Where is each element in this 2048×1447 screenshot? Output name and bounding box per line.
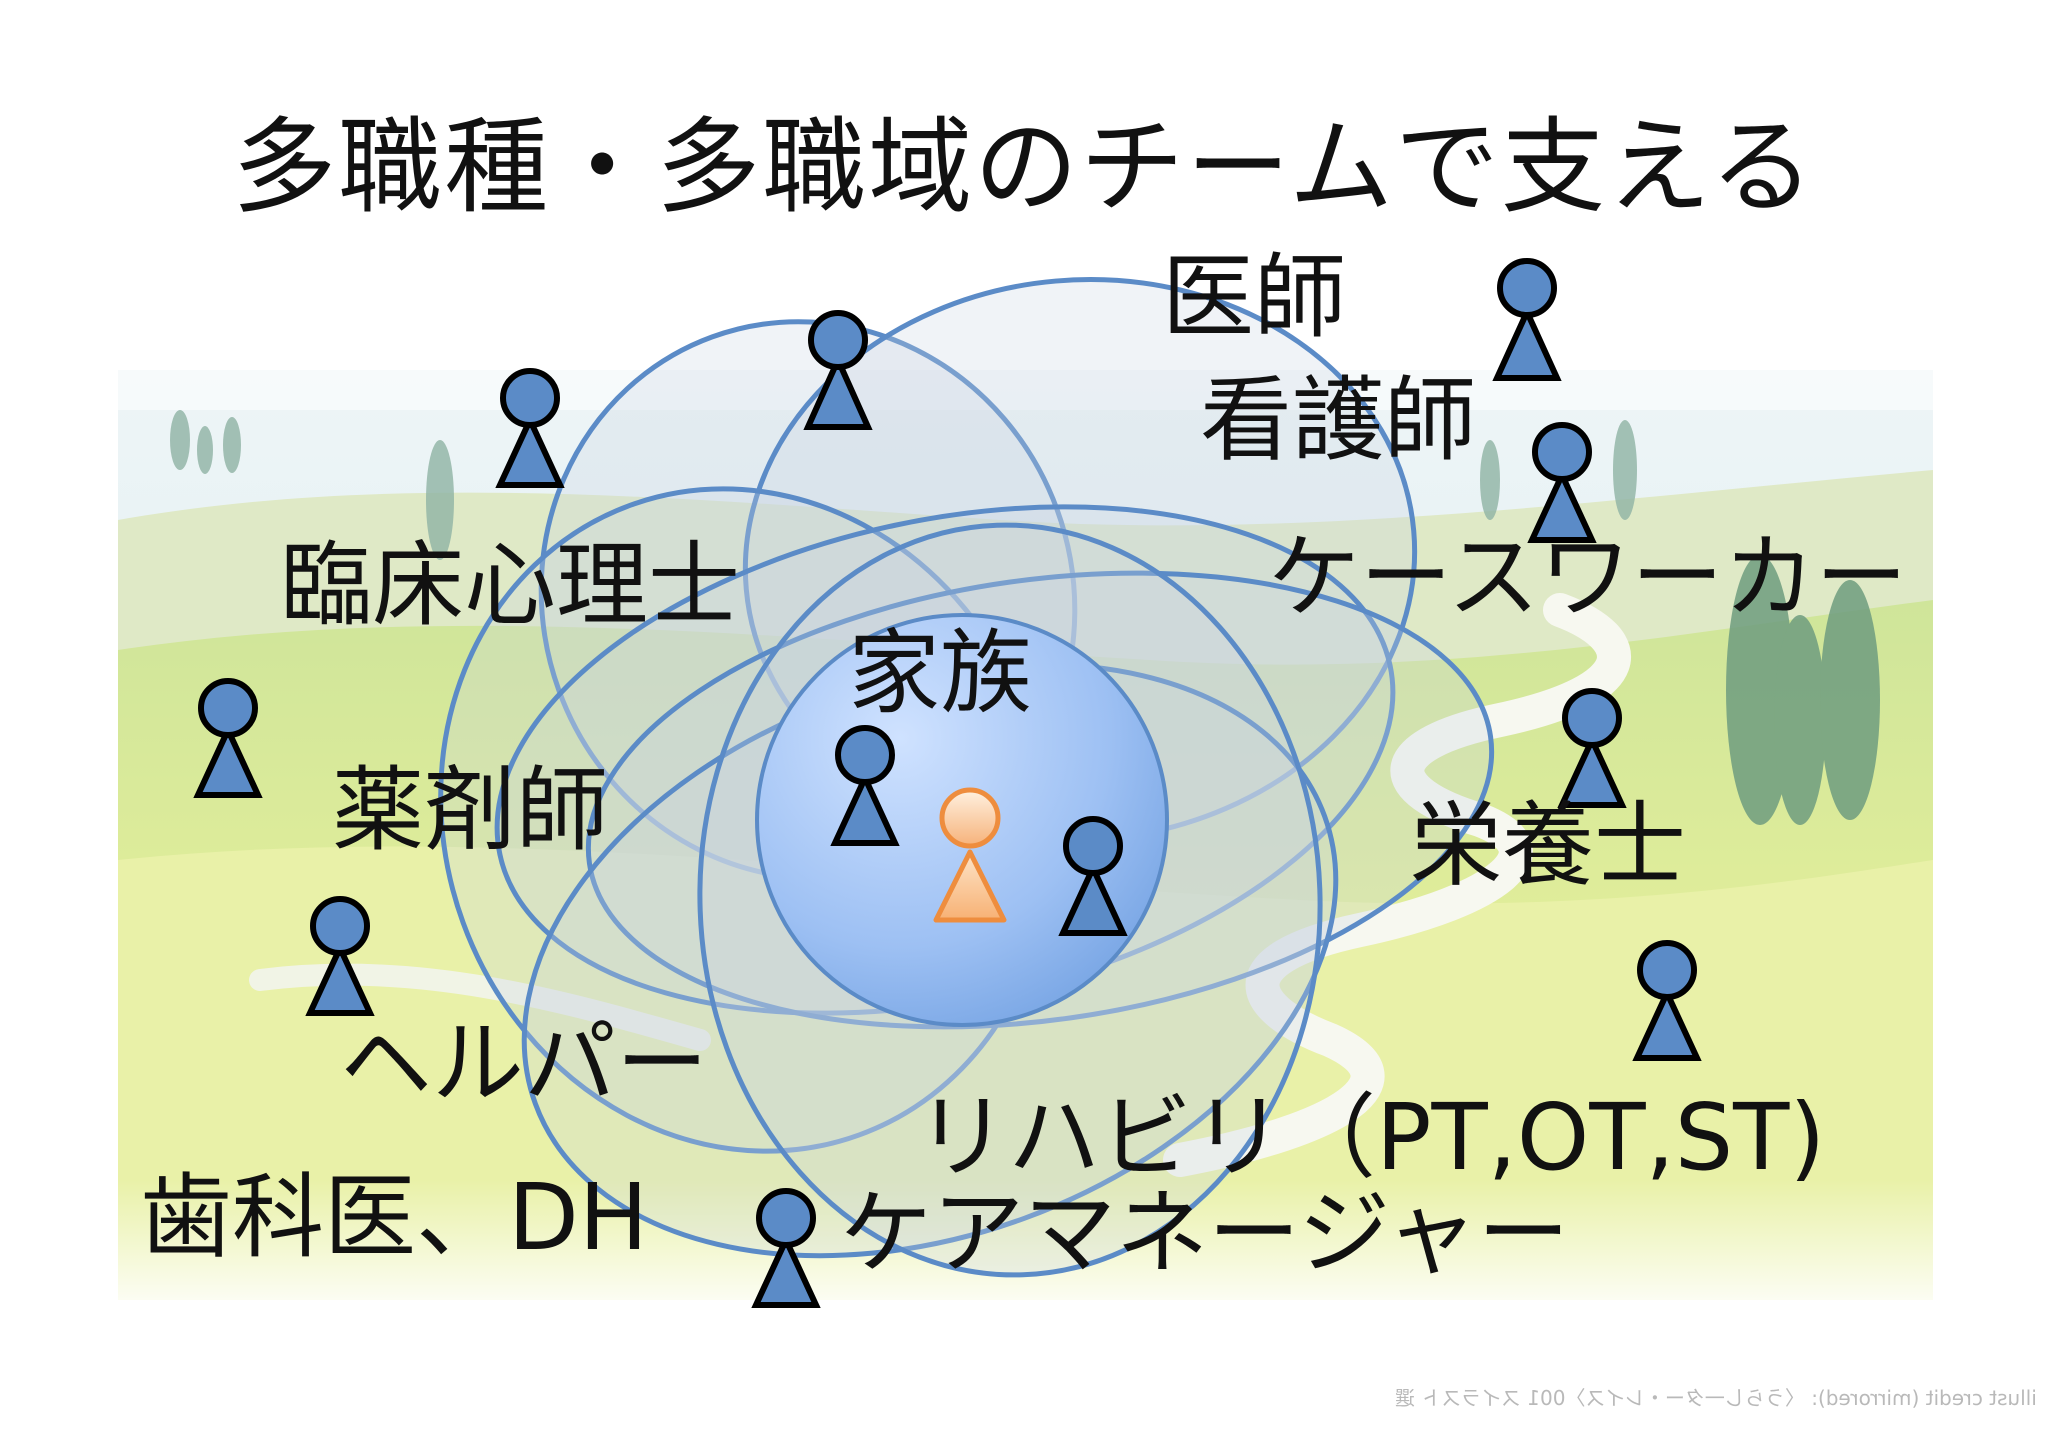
person-icons [193,258,1702,1308]
label-dental: 歯科医、DH [140,1164,649,1271]
label-rehab: リハビリ（PT,OT,ST) [916,1084,1826,1191]
patient-icon [933,787,1007,923]
person-icon [495,368,565,488]
person-icon [830,725,900,846]
person-icon [803,310,873,430]
label-dietitian: 栄養士 [1410,792,1687,899]
label-clinical-psychologist: 臨床心理士 [280,532,741,639]
person-icon [193,678,263,798]
label-care-manager: ケアマネージャー [840,1180,1570,1287]
watermark: illust credit (mirrored): 〈うらし一ター・レイス〉00… [1395,1386,2037,1410]
person-icon [1527,422,1597,543]
person-icon [751,1188,821,1308]
label-caseworker: ケースワーカー [1268,524,1908,631]
person-icon [305,896,375,1016]
label-helper: ヘルパー [340,1010,709,1117]
person-icon [1492,258,1562,381]
person-icon [1632,940,1702,1061]
page-title: 多職種・多職域のチームで支える [232,106,1816,228]
person-icon [1557,688,1627,808]
label-family: 家族 [848,620,1033,727]
label-pharmacist: 薬剤師 [332,757,609,864]
label-doctor: 医師 [1162,244,1347,351]
label-nurse: 看護師 [1200,367,1477,474]
person-icon [1058,816,1128,936]
